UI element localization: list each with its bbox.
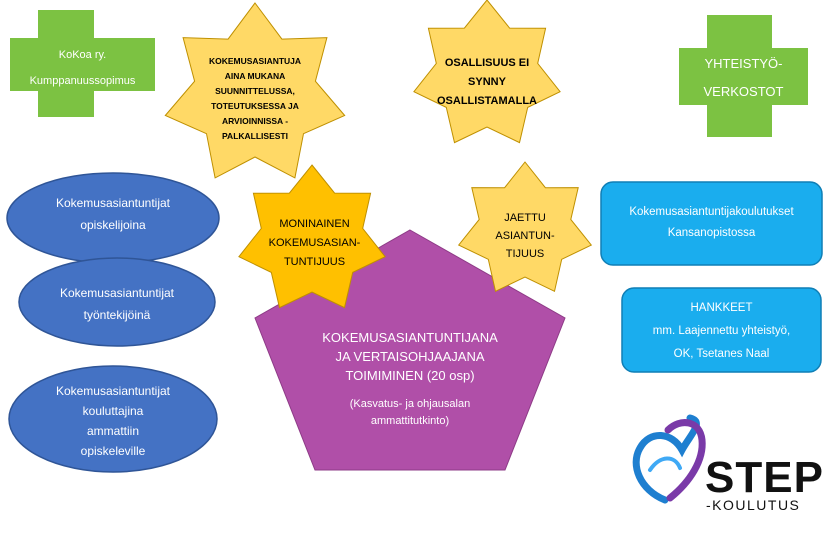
- ellipse-text-line: ammattiin: [86, 424, 139, 438]
- cross-kokoa-text: KoKoa ry. Kumppanuussopimus: [10, 42, 155, 94]
- star-text-line: TUNTIJUUS: [283, 256, 346, 268]
- box-koulutukset: [600, 181, 823, 266]
- ellipse-text-line: työntekijöinä: [83, 308, 151, 322]
- star-osallisuus-text: OSALLISUUS EI SYNNY OSALLISTAMALLA: [412, 54, 562, 111]
- pentagon-title-line: KOKEMUSASIANTUNTIJANA: [322, 330, 498, 345]
- pentagon-subtitle-line: ammattitutkinto): [370, 415, 450, 427]
- star-text-line: MONINAINEN: [279, 218, 350, 230]
- ellipse-text-line: Kokemusasiantuntijat: [59, 286, 175, 300]
- ellipse-text-line: Kokemusasiantuntijat: [55, 196, 171, 210]
- logo-step-name: STEP: [705, 453, 824, 502]
- star-text-line: TIJUUS: [505, 248, 545, 260]
- box-text-line: mm. Laajennettu yhteistyö,: [652, 325, 791, 337]
- pentagon-title: KOKEMUSASIANTUNTIJANA JA VERTAISOHJAAJAN…: [300, 328, 520, 385]
- box-hankkeet: [621, 287, 822, 373]
- star-text-line: OSALLISUUS EI: [444, 57, 530, 69]
- star-text-line: KOKEMUSASIANTUJA: [208, 56, 302, 66]
- star-text-line: ASIANTUN-: [495, 230, 555, 242]
- star-text-line: SYNNY: [468, 76, 506, 88]
- cross-kokoa-line: Kumppanuussopimus: [29, 75, 136, 87]
- ellipse-tyontekijoina-text: Kokemusasiantuntijat työntekijöinä: [30, 282, 204, 326]
- star-moninainen: [238, 164, 386, 309]
- star-kokemusasiantuja-text: KOKEMUSASIANTUJA AINA MUKANA SUUNNITTELU…: [180, 54, 330, 144]
- star-text-line: TOTEUTUKSESSA JA: [211, 101, 299, 111]
- ellipse-text-line: opiskelijoina: [80, 218, 146, 232]
- logo-subtitle: -KOULUTUS: [706, 497, 801, 513]
- cross-yhteistyo-line: YHTEISTYÖ-: [704, 56, 783, 71]
- star-text-line: ARVIOINNISSA -: [221, 116, 289, 126]
- box-text-line: Kokemusasiantuntijakoulutukset: [629, 206, 794, 218]
- pentagon-subtitle-line: (Kasvatus- ja ohjausalan: [349, 398, 471, 410]
- star-jaettu-text: JAETTU ASIANTUN- TIJUUS: [470, 209, 580, 263]
- pentagon-subtitle: (Kasvatus- ja ohjausalan ammattitutkinto…: [315, 396, 505, 430]
- ellipse-tyontekijoina: [18, 257, 216, 347]
- box-hankkeet-text: HANKKEET mm. Laajennettu yhteistyö, OK, …: [624, 297, 819, 366]
- ellipse-kouluttajina-text: Kokemusasiantuntijat kouluttajina ammatt…: [22, 381, 204, 457]
- pentagon-title-line: TOIMIMINEN (20 osp): [345, 368, 475, 383]
- star-kokemusasiantuja: [164, 2, 346, 179]
- star-text-line: AINA MUKANA: [224, 71, 286, 81]
- cross-yhteistyo-line: VERKOSTOT: [703, 84, 784, 99]
- ellipse-opiskelijoina-text: Kokemusasiantuntijat opiskelijoina: [22, 192, 204, 236]
- star-jaettu: [457, 161, 593, 293]
- cross-yhteistyo-text: YHTEISTYÖ- VERKOSTOT: [679, 50, 808, 106]
- ellipse-text-line: kouluttajina: [82, 404, 144, 418]
- star-text-line: SUUNNITTELUSSA,: [215, 86, 295, 96]
- ellipse-text-line: Kokemusasiantuntijat: [55, 384, 171, 398]
- star-osallisuus: [413, 0, 561, 144]
- star-text-line: KOKEMUSASIAN-: [268, 237, 361, 249]
- heart-icon: [632, 414, 706, 504]
- star-text-line: OSALLISTAMALLA: [436, 95, 537, 107]
- cross-kokoa-line: KoKoa ry.: [58, 49, 107, 61]
- pentagon-title-line: JA VERTAISOHJAAJANA: [335, 349, 485, 364]
- box-koulutukset-text: Kokemusasiantuntijakoulutukset Kansanopi…: [604, 202, 819, 244]
- green-cross-kokoa: [10, 10, 155, 117]
- box-text-line: OK, Tsetanes Naal: [673, 348, 770, 360]
- box-text-line: Kansanopistossa: [667, 227, 756, 239]
- box-text-line: HANKKEET: [690, 302, 753, 314]
- ellipse-kouluttajina: [8, 365, 218, 473]
- star-text-line: JAETTU: [504, 212, 546, 224]
- star-moninainen-text: MONINAINEN KOKEMUSASIAN- TUNTIJUUS: [247, 215, 382, 272]
- ellipse-text-line: opiskeleville: [80, 444, 146, 457]
- star-text-line: PALKALLISESTI: [222, 131, 288, 141]
- green-cross-yhteistyo: [679, 15, 808, 137]
